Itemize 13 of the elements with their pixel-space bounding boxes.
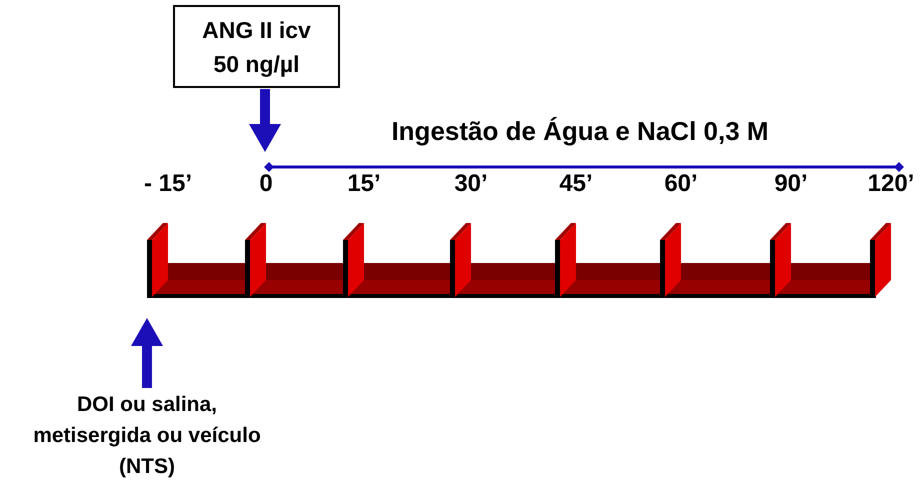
- treatment-box: ANG II icv 50 ng/µl: [173, 5, 340, 88]
- arrow: [131, 318, 163, 388]
- time-label: 60’: [664, 170, 698, 198]
- time-label: 0: [259, 170, 273, 198]
- time-label: 15’: [347, 170, 381, 198]
- arrow: [249, 89, 281, 152]
- time-label: 90’: [774, 170, 808, 198]
- time-label: - 15’: [144, 170, 192, 198]
- time-label: 45’: [559, 170, 593, 198]
- time-label: 120’: [868, 170, 914, 198]
- treatment-note: DOI ou salina, metisergida ou veículo (NTS): [22, 390, 272, 480]
- span-label: Ingestão de Água e NaCl 0,3 M: [391, 116, 769, 147]
- time-label: 30’: [454, 170, 488, 198]
